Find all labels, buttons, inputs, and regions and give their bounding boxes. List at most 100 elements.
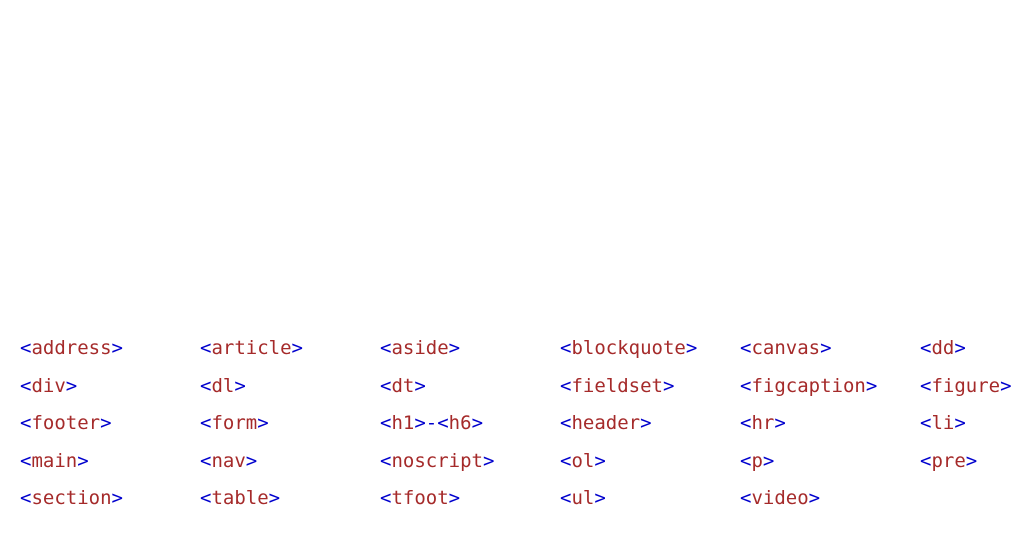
open-bracket: < [560, 337, 572, 359]
html-tag-main: <main> [20, 447, 200, 485]
open-bracket: < [920, 337, 932, 359]
close-bracket: > [111, 337, 123, 359]
html-tag-ol: <ol> [560, 447, 740, 485]
close-bracket: > [291, 337, 303, 359]
close-bracket: > [268, 487, 281, 509]
close-bracket: > [594, 449, 606, 472]
open-bracket: < [560, 487, 572, 509]
tag-name: p [751, 449, 763, 472]
tag-name: article [211, 337, 292, 359]
close-bracket: > [1000, 374, 1012, 397]
open-bracket: < [380, 449, 392, 472]
close-bracket: > [762, 449, 775, 472]
html-tag-fieldset: <fieldset> [560, 372, 740, 410]
html-tag-tfoot: <tfoot> [380, 484, 560, 522]
tag-name: main [31, 449, 78, 472]
tag-name: video [751, 487, 809, 509]
html-tag-li: <li> [920, 409, 1030, 447]
open-bracket: < [20, 487, 32, 509]
tag-name: div [31, 374, 66, 397]
close-bracket: > [234, 374, 246, 397]
html-tag-video: <video> [740, 484, 920, 522]
open-bracket: < [740, 412, 752, 434]
tag-name: h1>-<h6 [391, 412, 472, 434]
html-tag-ul: <ul> [560, 484, 740, 522]
tag-name: figcaption [751, 374, 866, 397]
tag-name: dd [931, 337, 955, 359]
tag-name: noscript [391, 449, 483, 472]
html-tag-figcaption: <figcaption> [740, 372, 920, 410]
close-bracket: > [685, 337, 698, 359]
tag-name: table [211, 487, 269, 509]
html-tag-article: <article> [200, 334, 380, 372]
html-tag-footer: <footer> [20, 409, 200, 447]
open-bracket: < [740, 337, 752, 359]
html-tag-blockquote: <blockquote> [560, 334, 740, 372]
close-bracket: > [662, 374, 675, 397]
close-bracket: > [808, 487, 821, 509]
html-tag-figure: <figure> [920, 372, 1030, 410]
html-tag-header: <header> [560, 409, 740, 447]
tag-name: blockquote [571, 337, 686, 359]
tag-name: form [211, 412, 258, 434]
tag-name: figure [931, 374, 1001, 397]
tag-name: ol [571, 449, 595, 472]
close-bracket: > [77, 449, 89, 472]
html-tag-dt: <dt> [380, 372, 560, 410]
html-tag-h1-h6: <h1>-<h6> [380, 409, 560, 447]
html-tag-pre: <pre> [920, 447, 1030, 485]
open-bracket: < [200, 374, 212, 397]
html-tag-aside: <aside> [380, 334, 560, 372]
tag-name: canvas [751, 337, 821, 359]
close-bracket: > [954, 412, 966, 434]
tag-name: header [571, 412, 641, 434]
tag-name: ul [571, 487, 595, 509]
close-bracket: > [865, 374, 878, 397]
close-bracket: > [482, 449, 495, 472]
html-tag-hr: <hr> [740, 409, 920, 447]
tag-name: pre [931, 449, 966, 472]
html-tag-p: <p> [740, 447, 920, 485]
open-bracket: < [380, 337, 392, 359]
tag-name: footer [31, 412, 101, 434]
close-bracket: > [448, 337, 461, 359]
open-bracket: < [740, 374, 752, 397]
close-bracket: > [65, 374, 78, 397]
open-bracket: < [200, 487, 212, 509]
tag-name: section [31, 487, 112, 509]
html-tag-table: <table> [200, 484, 380, 522]
open-bracket: < [920, 412, 932, 434]
open-bracket: < [740, 449, 752, 472]
html-tag-canvas: <canvas> [740, 334, 920, 372]
open-bracket: < [20, 374, 32, 397]
open-bracket: < [380, 412, 392, 434]
open-bracket: < [200, 412, 212, 434]
open-bracket: < [920, 374, 932, 397]
open-bracket: < [560, 412, 572, 434]
open-bracket: < [20, 337, 32, 359]
open-bracket: < [200, 449, 212, 472]
open-bracket: < [380, 487, 392, 509]
html-tag-nav: <nav> [200, 447, 380, 485]
html-tag-dl: <dl> [200, 372, 380, 410]
close-bracket: > [471, 412, 484, 434]
block-level-elements-grid: <address><article><aside><blockquote><ca… [20, 334, 1030, 522]
html-tag-form: <form> [200, 409, 380, 447]
close-bracket: > [965, 449, 978, 472]
html-tag-address: <address> [20, 334, 200, 372]
close-bracket: > [111, 487, 123, 509]
close-bracket: > [774, 412, 786, 434]
tag-name: hr [751, 412, 775, 434]
tag-name: dt [391, 374, 415, 397]
open-bracket: < [20, 412, 32, 434]
html-tag-noscript: <noscript> [380, 447, 560, 485]
open-bracket: < [20, 449, 32, 472]
open-bracket: < [920, 449, 932, 472]
close-bracket: > [257, 412, 269, 434]
close-bracket: > [414, 374, 426, 397]
close-bracket: > [640, 412, 652, 434]
tag-name: aside [391, 337, 449, 359]
html-tag-div: <div> [20, 372, 200, 410]
close-bracket: > [594, 487, 606, 509]
close-bracket: > [245, 449, 258, 472]
